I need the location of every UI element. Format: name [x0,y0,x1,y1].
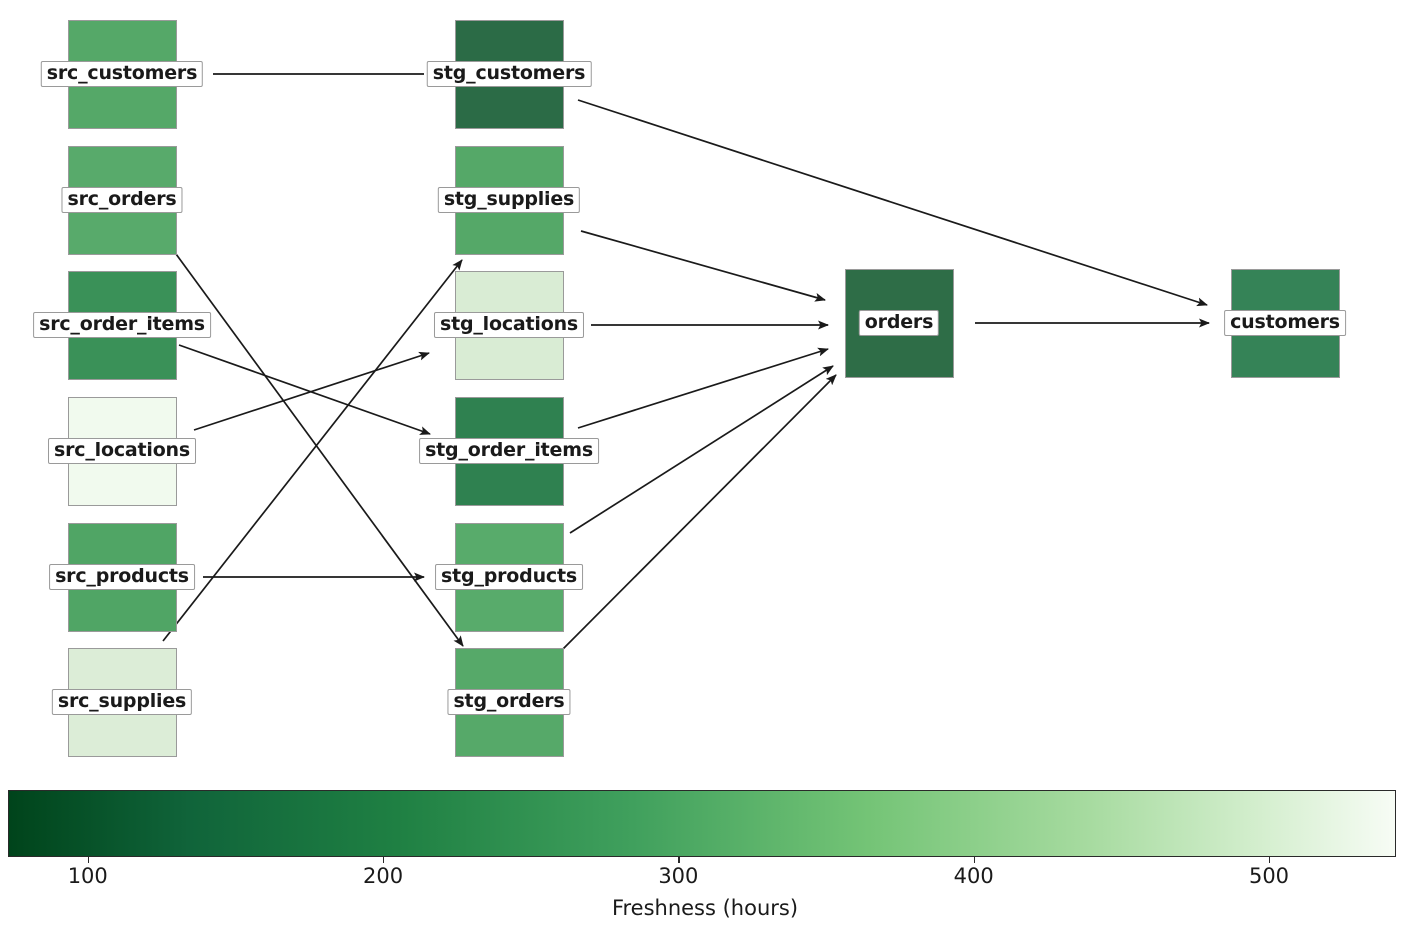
colorbar-tick-label-500: 500 [1248,864,1290,888]
colorbar-tick-label-400: 400 [953,864,994,888]
graph-node-label-customers: customers [1224,310,1346,336]
graph-node-label-src_supplies: src_supplies [51,689,193,715]
colorbar-tick-mark-500 [1269,857,1271,863]
colorbar: 100 200 300 400 500 Freshness (hours) [0,780,1410,926]
graph-node-label-src_locations: src_locations [48,438,196,464]
graph-node-label-stg_supplies: stg_supplies [437,187,581,213]
graph-node-label-stg_customers: stg_customers [426,61,592,87]
graph-node-label-orders: orders [858,310,940,336]
graph-edge-stg_order_items-orders [577,347,829,429]
colorbar-axis-label: Freshness (hours) [611,896,799,920]
graph-node-label-stg_order_items: stg_order_items [419,438,599,464]
colorbar-gradient [8,790,1396,857]
colorbar-tick-label-200: 200 [363,864,404,888]
graph-node-label-src_order_items: src_order_items [33,312,211,338]
colorbar-tick-mark-400 [973,857,975,863]
graph-edge-src_order_items-stg_order_items [178,344,431,435]
graph-edge-stg_supplies-orders [580,230,826,302]
graph-edge-src_locations-stg_locations [193,351,430,431]
edge-layer [162,73,1210,651]
graph-edge-stg_orders-orders [561,374,837,651]
graph-node-label-stg_products: stg_products [435,564,583,590]
graph-node-label-stg_locations: stg_locations [433,312,585,338]
colorbar-tick-label-100: 100 [67,864,108,888]
graph-node-label-stg_orders: stg_orders [447,689,571,715]
colorbar-tick-mark-100 [87,857,90,863]
colorbar-tick-mark-300 [678,857,680,863]
graph-edge-stg_products-orders [569,365,834,534]
graph-node-label-src_customers: src_customers [40,61,204,87]
colorbar-ticks: 100 200 300 400 500 [0,857,1410,897]
graph-node-label-src_orders: src_orders [61,187,183,213]
colorbar-tick-label-300: 300 [658,864,699,888]
graph-node-label-src_products: src_products [49,564,195,590]
colorbar-tick-mark-200 [383,857,385,863]
